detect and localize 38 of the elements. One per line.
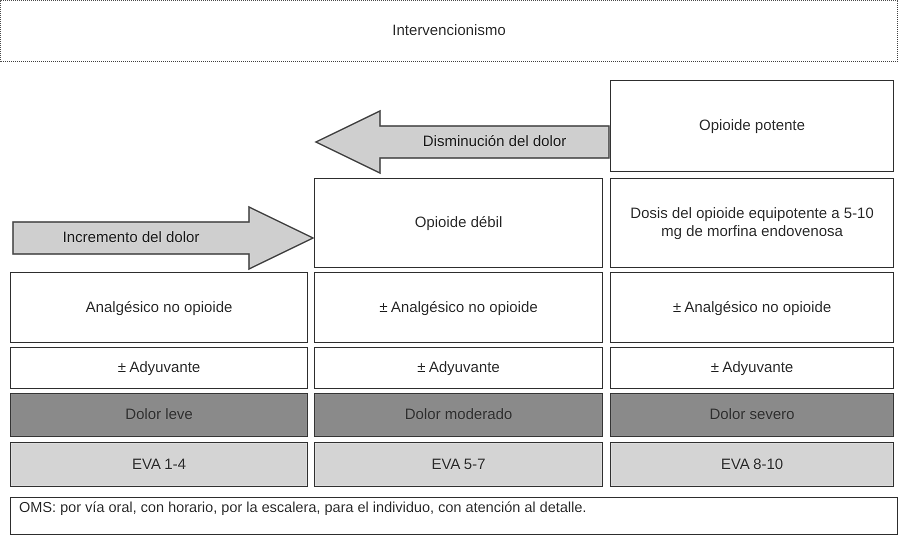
process-box	[610, 442, 894, 487]
block-arrow	[314, 110, 610, 174]
process-box	[10, 272, 308, 343]
box-text: EVA 1-4	[132, 456, 186, 474]
process-box	[314, 393, 603, 437]
box-text: Dosis del opioide equipotente a 5-10 mg de morfina endovenosa	[629, 205, 875, 241]
box-text: Intervencionismo	[392, 22, 506, 40]
process-box	[610, 272, 894, 343]
process-box	[610, 347, 894, 389]
process-box	[314, 442, 603, 487]
process-box	[610, 393, 894, 437]
box-text: Opioide débil	[414, 214, 502, 232]
process-box	[0, 0, 898, 62]
box-text: ± Analgésico no opioide	[672, 298, 832, 316]
box-text: Dolor moderado	[404, 406, 512, 424]
box-text: Opioide potente	[699, 117, 805, 135]
box-text: ± Analgésico no opioide	[379, 298, 538, 316]
box-text: EVA 5-7	[432, 456, 486, 474]
block-arrow	[12, 206, 315, 270]
box-text: OMS: por vía oral, con horario, por la escalera, para el individuo, con atención al detalle.	[19, 499, 586, 518]
process-box	[610, 178, 894, 268]
process-box	[10, 442, 308, 487]
box-text: Analgésico no opioide	[86, 298, 232, 316]
box-text: Dolor severo	[709, 406, 795, 424]
process-box	[610, 80, 894, 172]
box-text: ± Adyuvante	[710, 359, 794, 377]
process-box	[314, 272, 603, 343]
process-box	[314, 347, 603, 389]
edge-label: Incremento del dolor	[62, 228, 200, 248]
note-box	[10, 497, 898, 535]
process-box	[10, 393, 308, 437]
process-box	[10, 347, 308, 389]
box-text: EVA 8-10	[720, 456, 784, 474]
process-box	[314, 178, 603, 268]
box-text: Dolor leve	[125, 406, 193, 424]
box-text: ± Adyuvante	[417, 359, 500, 377]
edge-label: Disminución del dolor	[422, 132, 566, 152]
box-text: ± Adyuvante	[118, 359, 200, 377]
